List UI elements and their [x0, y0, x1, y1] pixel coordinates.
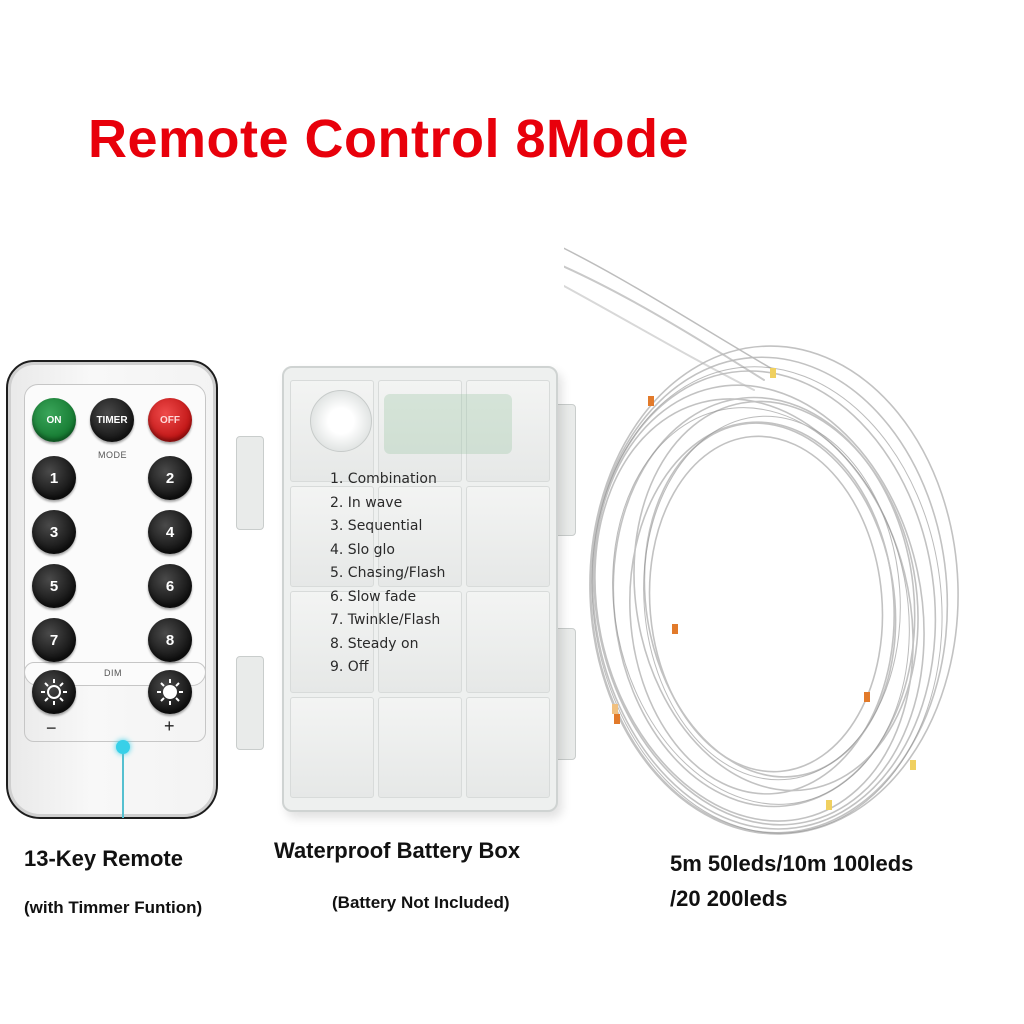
remote-subcaption: (with Timmer Funtion)	[24, 898, 203, 917]
mode-label: MODE	[98, 450, 127, 460]
mode-key-6[interactable]: 6	[148, 564, 192, 608]
on-key[interactable]: ON	[32, 398, 76, 442]
mode-key-1[interactable]: 1	[32, 456, 76, 500]
mode-item: 7. Twinkle/Flash	[330, 612, 441, 628]
lights-caption-line2: /20 200leds	[670, 886, 788, 911]
mode-item: 2. In wave	[330, 494, 403, 511]
mode-item: 6. Slow fade	[330, 588, 417, 605]
mode-key-5[interactable]: 5	[32, 564, 76, 608]
sensor-button[interactable]	[310, 390, 372, 452]
off-key[interactable]: OFF	[148, 398, 192, 442]
ir-indicator	[116, 740, 130, 754]
mode-list: 1. Combination 2. In wave 3. Sequential …	[330, 468, 445, 680]
mode-key-3[interactable]: 3	[32, 510, 76, 554]
lights-caption-line1: 5m 50leds/10m 100leds	[670, 851, 914, 876]
mode-item: 8. Steady on	[330, 635, 419, 652]
mode-item: 5. Chasing/Flash	[330, 565, 446, 581]
battery-box-caption: Waterproof Battery Box	[274, 838, 521, 863]
circuit-board	[384, 394, 512, 454]
box-clip-top	[236, 436, 264, 530]
ir-pointer-line	[122, 754, 124, 818]
minus-sign: −	[46, 718, 57, 738]
remote-control: ON TIMER OFF MODE 1 2 3 4 5 6 7 8 DIM − …	[6, 360, 218, 819]
sun-dim-icon[interactable]	[32, 670, 76, 714]
fairy-light-coil	[564, 247, 959, 835]
mode-item: 4. Slo glo	[330, 541, 395, 558]
battery-box: 1. Combination 2. In wave 3. Sequential …	[282, 366, 558, 812]
timer-key[interactable]: TIMER	[90, 398, 134, 442]
headline: Remote Control 8Mode	[88, 109, 690, 169]
plus-sign: +	[164, 716, 175, 736]
mode-item: 1. Combination	[330, 471, 437, 487]
battery-box-subcaption: (Battery Not Included)	[332, 893, 510, 912]
mode-key-7[interactable]: 7	[32, 618, 76, 662]
mode-item: 3. Sequential	[330, 518, 423, 534]
mode-item: 9. Off	[330, 659, 369, 675]
mode-key-4[interactable]: 4	[148, 510, 192, 554]
remote-dim-panel	[24, 662, 206, 742]
dim-label: DIM	[104, 668, 122, 678]
mode-key-8[interactable]: 8	[148, 618, 192, 662]
remote-caption: 13-Key Remote	[24, 846, 183, 871]
sun-bright-icon[interactable]	[148, 670, 192, 714]
box-clip-bottom	[236, 656, 264, 750]
mode-key-2[interactable]: 2	[148, 456, 192, 500]
